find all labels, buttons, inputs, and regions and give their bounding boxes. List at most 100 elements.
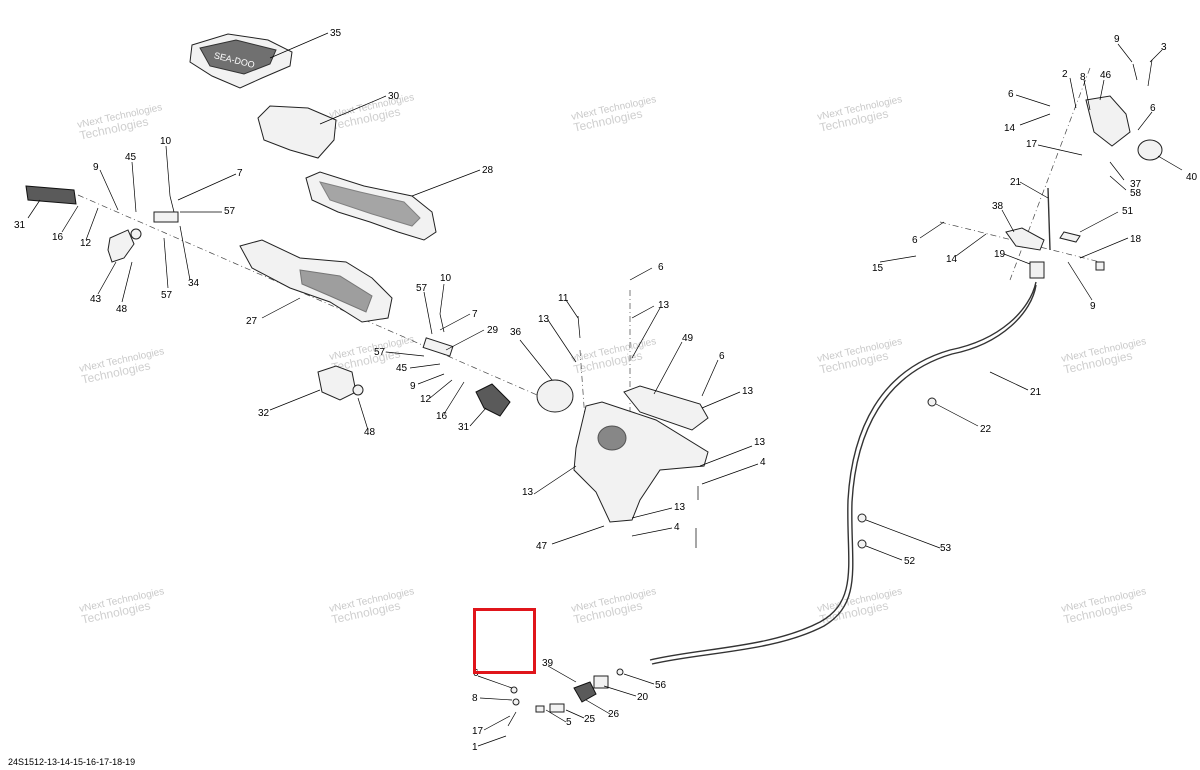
- watermark: vNext Technologies Technologies: [76, 102, 163, 142]
- callout-12: 12: [420, 394, 432, 405]
- callout-37: 37: [1130, 179, 1142, 190]
- right-grip-part: [475, 383, 511, 417]
- clip-part: [153, 211, 179, 223]
- callout-16: 16: [436, 411, 448, 422]
- callout-11: 11: [558, 293, 569, 304]
- callout-34: 34: [188, 278, 200, 289]
- shift-rod-part: [1047, 187, 1051, 251]
- callout-12: 12: [80, 238, 92, 249]
- callout-29: 29: [487, 325, 499, 336]
- washer-part: [352, 384, 364, 396]
- lever-assembly-part: [1085, 95, 1131, 147]
- callout-9: 9: [1114, 34, 1120, 45]
- callout-6: 6: [719, 351, 725, 362]
- callout-56: 56: [655, 680, 667, 691]
- cable-fitting-part: [573, 681, 597, 703]
- cable-clip-part: [857, 539, 867, 549]
- cable-connector-part: [1029, 261, 1045, 279]
- cable-clip-part: [857, 513, 867, 523]
- callout-22: 22: [980, 424, 992, 435]
- callout-9: 9: [1090, 301, 1096, 312]
- watermark: vNext Technologies Technologies: [816, 586, 903, 626]
- diagram-reference-code: 24S1512-13-14-15-16-17-18-19: [8, 757, 136, 767]
- support-bracket-part: [623, 385, 709, 431]
- callout-17: 17: [472, 726, 484, 737]
- callout-20: 20: [637, 692, 649, 703]
- callout-6: 6: [1150, 103, 1156, 114]
- callout-38: 38: [992, 201, 1004, 212]
- watermark: vNext Technologies Technologies: [816, 336, 903, 376]
- callout-48: 48: [364, 427, 376, 438]
- callout-49: 49: [682, 333, 694, 344]
- callout-7: 7: [237, 168, 243, 179]
- watermark: vNext Technologies Technologies: [570, 94, 657, 134]
- callout-16: 16: [52, 232, 64, 243]
- throttle-cable-part: [649, 281, 1037, 661]
- watermark: vNext Technologies Technologies: [328, 586, 415, 626]
- callout-48: 48: [116, 304, 128, 315]
- watermark: vNext Technologies Technologies: [78, 586, 165, 626]
- callout-10: 10: [440, 273, 452, 284]
- watermark: vNext Technologies Technologies: [816, 94, 903, 134]
- callout-47: 47: [536, 541, 548, 552]
- watermark: vNext Technologies Technologies: [570, 336, 657, 376]
- callout-13: 13: [742, 386, 754, 397]
- callout-5: 5: [566, 717, 572, 728]
- callout-31: 31: [14, 220, 26, 231]
- callout-13: 13: [538, 314, 550, 325]
- callout-6: 6: [912, 235, 918, 246]
- callout-2: 2: [1062, 69, 1068, 80]
- callout-13: 13: [658, 300, 670, 311]
- callout-45: 45: [125, 152, 137, 163]
- callout-52: 52: [904, 556, 916, 567]
- callout-18: 18: [1130, 234, 1142, 245]
- callout-8: 8: [472, 693, 478, 704]
- watermark: vNext Technologies Technologies: [1060, 336, 1147, 376]
- callout-4: 4: [674, 522, 680, 533]
- callout-1: 1: [472, 742, 478, 753]
- left-grip-part: [25, 185, 77, 205]
- callout-19: 19: [994, 249, 1006, 260]
- callout-39: 39: [542, 658, 554, 669]
- right-ring-part: [1137, 139, 1163, 161]
- callout-26: 26: [608, 709, 620, 720]
- callout-21: 21: [1010, 177, 1022, 188]
- callout-51: 51: [1122, 206, 1134, 217]
- watermark: vNext Technologies Technologies: [328, 92, 415, 132]
- callout-36: 36: [510, 327, 522, 338]
- callout-57: 57: [161, 290, 173, 301]
- callout-35: 35: [330, 28, 342, 39]
- callout-43: 43: [90, 294, 102, 305]
- callout-13: 13: [754, 437, 766, 448]
- watermark: vNext Technologies Technologies: [1060, 586, 1147, 626]
- callout-31: 31: [458, 422, 470, 433]
- clip-part: [422, 337, 454, 357]
- leader-lines: [27, 32, 1183, 747]
- callout-58: 58: [1130, 188, 1142, 199]
- callout-27: 27: [246, 316, 258, 327]
- callout-53: 53: [940, 543, 952, 554]
- callout-25: 25: [584, 714, 596, 725]
- callout-8: 8: [1080, 72, 1086, 83]
- callout-15: 15: [872, 263, 884, 274]
- callout-labels: 35 30 28 10 9 45 7 57 31 16 12 43 48 57 …: [14, 28, 1198, 753]
- cable-tie-part: [927, 397, 937, 407]
- callout-28: 28: [482, 165, 494, 176]
- callout-9: 9: [410, 381, 416, 392]
- callout-57: 57: [416, 283, 428, 294]
- handlebar-cover-part: [257, 105, 337, 159]
- callout-40: 40: [1186, 172, 1198, 183]
- callout-45: 45: [396, 363, 408, 374]
- watermark: vNext Technologies Technologies: [78, 346, 165, 386]
- clip-part: [1059, 231, 1081, 243]
- callout-21: 21: [1030, 387, 1042, 398]
- top-cover-part: SEA-DOO: [189, 33, 293, 89]
- callout-13: 13: [522, 487, 534, 498]
- callout-13: 13: [674, 502, 686, 513]
- callout-7: 7: [472, 309, 478, 320]
- clamp-ring-part: [536, 379, 574, 413]
- callout-57: 57: [224, 206, 236, 217]
- selection-highlight-box: [473, 608, 536, 674]
- callout-14: 14: [946, 254, 958, 265]
